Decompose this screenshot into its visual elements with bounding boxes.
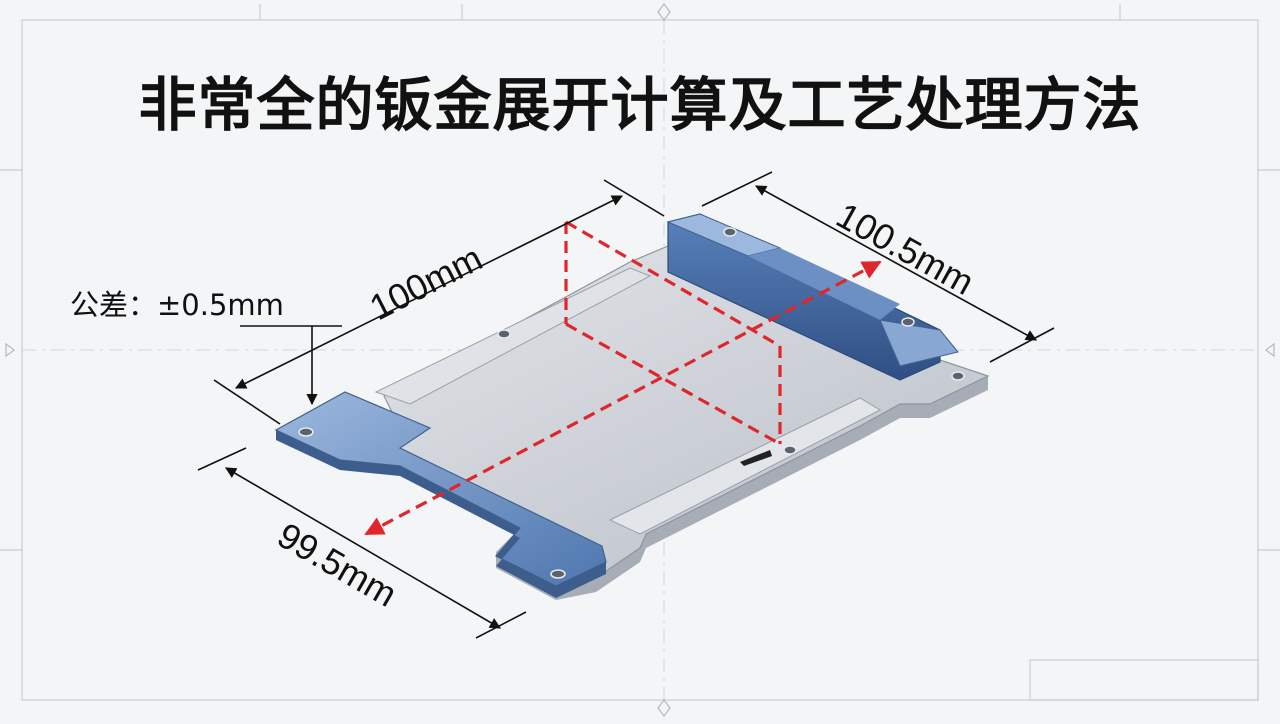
center-marks [5, 3, 1275, 717]
dimension-lines [197, 171, 1055, 639]
drawing-frame [0, 4, 1280, 701]
page-title: 非常全的钣金展开计算及工艺处理方法 [138, 71, 1142, 139]
tolerance-label: 公差：±0.5mm [70, 288, 284, 322]
